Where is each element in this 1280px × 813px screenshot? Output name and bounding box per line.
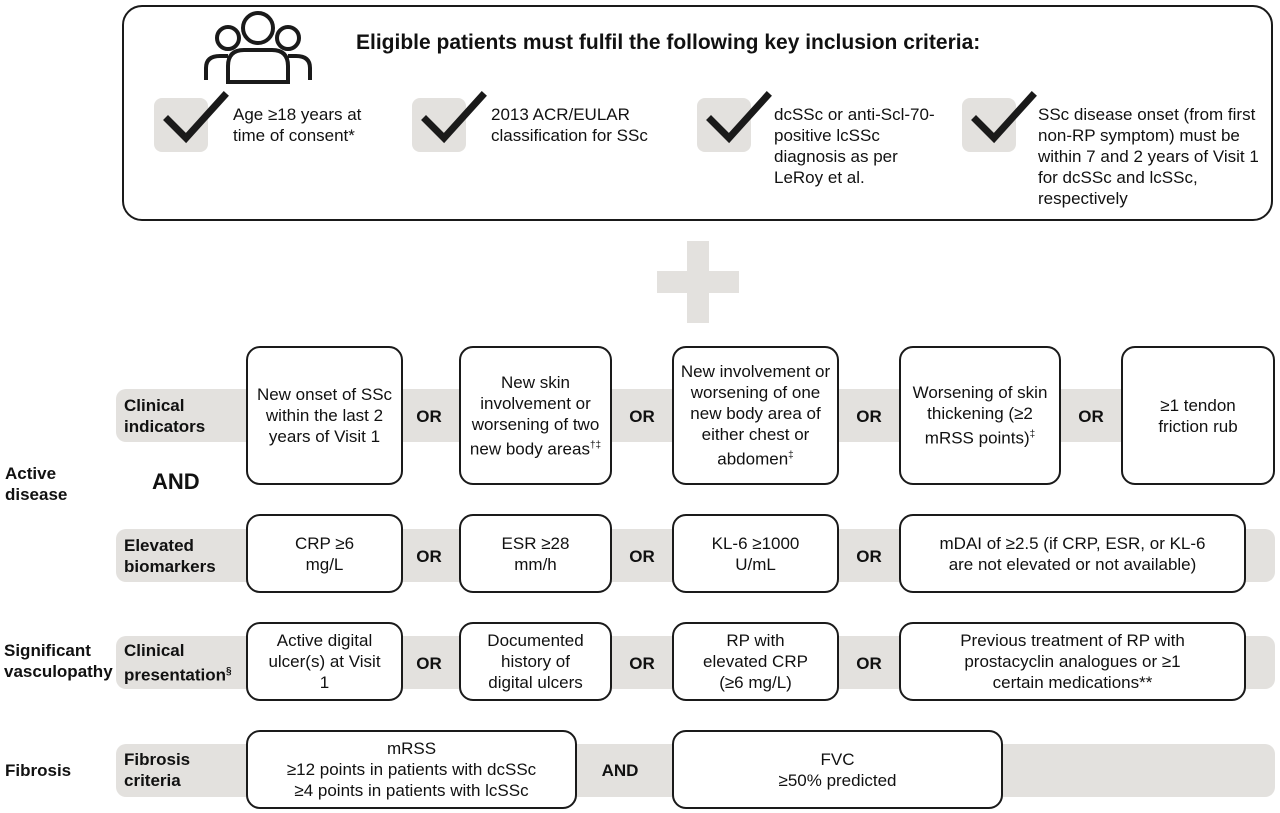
or-operator: OR [629, 654, 655, 673]
people-group-icon [204, 11, 312, 84]
or-operator: OR [856, 654, 882, 673]
box-text: KL-6 ≥1000 U/mL [711, 533, 800, 574]
fvc-title: FVC [820, 749, 855, 769]
box-text: ≥1 tendon friction rub [1158, 395, 1238, 436]
or-operator: OR [856, 407, 882, 426]
criterion-box-ulcer-history: Documented history of digital ulcers [459, 622, 612, 701]
box-text: RP with elevated CRP (≥6 mg/L) [703, 631, 808, 692]
row-label-fibrosis: Fibrosis criteria [124, 750, 191, 790]
box-text: Worsening of skin thickening (≥2 mRSS po… [912, 383, 1048, 448]
or-operator: OR [416, 654, 442, 673]
criterion-box-tendon-rub: ≥1 tendon friction rub [1121, 346, 1275, 485]
box-text: Active digital ulcer(s) at Visit 1 [268, 631, 381, 692]
checkmark-icon [971, 91, 1037, 144]
checkmark-icon [706, 91, 772, 144]
criterion-box-active-ulcer: Active digital ulcer(s) at Visit 1 [246, 622, 403, 701]
or-operator: OR [1078, 407, 1104, 426]
fvc-value: ≥50% predicted [778, 770, 897, 790]
or-operator: OR [856, 547, 882, 566]
box-text: CRP ≥6 mg/L [294, 533, 355, 574]
footnote-mark: ‡ [788, 450, 794, 462]
row-label-clinical-indicators: Clinical indicators [124, 396, 206, 436]
or-operator: OR [629, 547, 655, 566]
checkmark-icon [163, 91, 229, 144]
criterion-box-mdai: mDAI of ≥2.5 (if CRP, ESR, or KL-6 are n… [899, 514, 1246, 593]
and-connector-active: AND [152, 469, 200, 494]
criterion-classification: 2013 ACR/EULAR classification for SSc [491, 105, 648, 145]
mrss-dcssc: ≥12 points in patients with dcSSc [286, 760, 537, 779]
box-text: Previous treatment of RP with prostacycl… [960, 631, 1185, 692]
inclusion-criteria-panel [122, 5, 1273, 221]
and-operator: AND [601, 761, 639, 780]
criterion-box-fvc: FVC ≥50% predicted [672, 730, 1003, 809]
row-label-presentation: Clinical presentation§ [124, 641, 232, 685]
or-operator: OR [416, 547, 442, 566]
mrss-lcssc: ≥4 points in patients with lcSSc [294, 781, 529, 800]
criterion-box-mrss: mRSS ≥12 points in patients with dcSSc ≥… [246, 730, 577, 809]
criterion-age: Age ≥18 years at time of consent* [233, 105, 362, 145]
criterion-box-kl6: KL-6 ≥1000 U/mL [672, 514, 839, 593]
criterion-box-esr: ESR ≥28 mm/h [459, 514, 612, 593]
criterion-box-rp-treatment: Previous treatment of RP with prostacycl… [899, 622, 1246, 701]
box-text: Documented history of digital ulcers [487, 631, 584, 692]
criterion-box-crp: CRP ≥6 mg/L [246, 514, 403, 593]
criterion-box-rp-crp: RP with elevated CRP (≥6 mg/L) [672, 622, 839, 701]
box-text: ESR ≥28 mm/h [501, 533, 570, 574]
box-text: mDAI of ≥2.5 (if CRP, ESR, or KL-6 are n… [939, 533, 1206, 574]
group-label-fibrosis: Fibrosis [5, 761, 72, 780]
checkmark-icon [421, 91, 487, 144]
box-text: New onset of SSc within the last 2 years… [256, 385, 393, 446]
box-text: New skin involvement or worsening of two… [469, 372, 600, 459]
box-text: New involvement or worsening of one new … [680, 362, 831, 469]
row-label-biomarkers: Elevated biomarkers [124, 536, 216, 576]
criterion-box-new-skin: New skin involvement or worsening of two… [459, 346, 612, 485]
footnote-mark: †‡ [589, 439, 602, 451]
criterion-diagnosis: dcSSc or anti-Scl-70-positive lcSSc diag… [774, 105, 935, 187]
or-operator: OR [416, 407, 442, 426]
plus-icon [657, 241, 739, 323]
criterion-box-chest-abdomen: New involvement or worsening of one new … [672, 346, 839, 485]
criterion-box-new-onset: New onset of SSc within the last 2 years… [246, 346, 403, 485]
group-label-vasculopathy: Significant vasculopathy [4, 641, 113, 681]
footnote-mark: ‡ [1029, 429, 1036, 441]
criterion-disease-onset: SSc disease onset (from first non-RP sym… [1038, 105, 1259, 208]
or-operator: OR [629, 407, 655, 426]
criterion-box-skin-thickening: Worsening of skin thickening (≥2 mRSS po… [899, 346, 1061, 485]
mrss-title: mRSS [386, 739, 437, 758]
group-label-active-disease: Active disease [5, 464, 68, 504]
inclusion-title: Eligible patients must fulfil the follow… [356, 31, 981, 54]
